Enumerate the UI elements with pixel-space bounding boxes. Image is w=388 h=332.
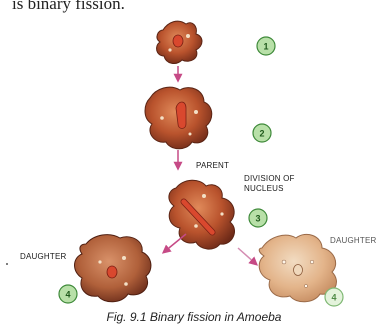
arrow-3-to-left-daughter [164, 234, 186, 252]
step-number-4-right: 4 [331, 293, 336, 303]
amoeba-daughter-left [75, 235, 151, 302]
daughter-right-label: DAUGHTER [330, 236, 377, 245]
nucleus-label: NUCLEUS [244, 184, 284, 193]
step-badge-3: 3 [249, 209, 267, 227]
step-badge-4-left: 4 [59, 285, 77, 303]
arrow-3-to-right-daughter [238, 248, 256, 264]
stray-dot [6, 263, 8, 265]
step-badge-4-right: 4 [325, 288, 343, 306]
amoeba-daughter-right [259, 234, 336, 301]
step-badge-2: 2 [253, 124, 271, 142]
amoeba-stage-2 [145, 87, 212, 149]
daughter-left-label: DAUGHTER [20, 252, 67, 261]
step-badge-1: 1 [257, 37, 275, 55]
step-number-3: 3 [255, 214, 260, 224]
step-number-2: 2 [259, 129, 264, 139]
amoeba-stage-3 [169, 180, 235, 249]
amoeba-stage-1 [157, 21, 202, 63]
step-number-1: 1 [263, 42, 268, 52]
step-number-4-left: 4 [65, 290, 70, 300]
parent-label: PARENT [196, 161, 229, 170]
division-of-label: DIVISION OF [244, 174, 295, 183]
figure-caption: Fig. 9.1 Binary fission in Amoeba [0, 310, 388, 324]
